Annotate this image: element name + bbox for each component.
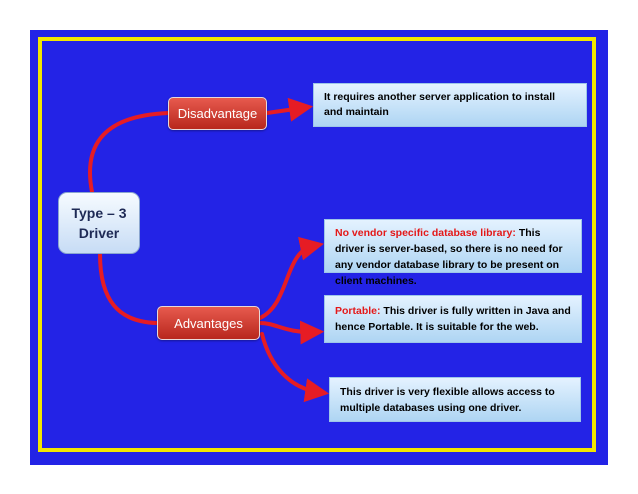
disadvantage-description-box: It requires another server application t…	[313, 83, 587, 127]
slide-frame	[38, 37, 596, 452]
root-node-line-1: Type – 3	[71, 205, 127, 221]
advantage-item-1-box: No vendor specific database library: Thi…	[324, 219, 582, 287]
disadvantage-description: It requires another server application t…	[324, 91, 556, 118]
connector-advantages-to-item-2	[258, 320, 325, 345]
disadvantage-node: Disadvantage	[168, 97, 267, 130]
connector-advantages-to-item-1	[258, 236, 324, 320]
advantage-item-3-box: This driver is very flexible allows acce…	[329, 377, 581, 422]
advantage-item-2-box: Portable: This driver is fully written i…	[324, 295, 582, 343]
advantage-item-2-text: This driver is fully written in Java and…	[335, 305, 571, 333]
connector-root-to-disadvantage	[87, 111, 170, 194]
advantage-item-1-highlight: No vendor specific database library:	[335, 227, 516, 239]
advantage-item-2-highlight: Portable:	[335, 305, 381, 317]
root-node-line-2: Driver	[78, 225, 120, 241]
connector-advantages-to-item-3	[260, 332, 330, 403]
root-node: Type – 3 Driver	[58, 192, 140, 254]
connector-disadvantage-to-description	[265, 97, 314, 122]
advantage-item-3-text: This driver is very flexible allows acce…	[340, 386, 555, 414]
advantage-item-1-text: This driver is server-based, so there is…	[335, 227, 563, 287]
connector-root-to-advantages	[98, 252, 159, 325]
advantages-node: Advantages	[157, 306, 260, 340]
